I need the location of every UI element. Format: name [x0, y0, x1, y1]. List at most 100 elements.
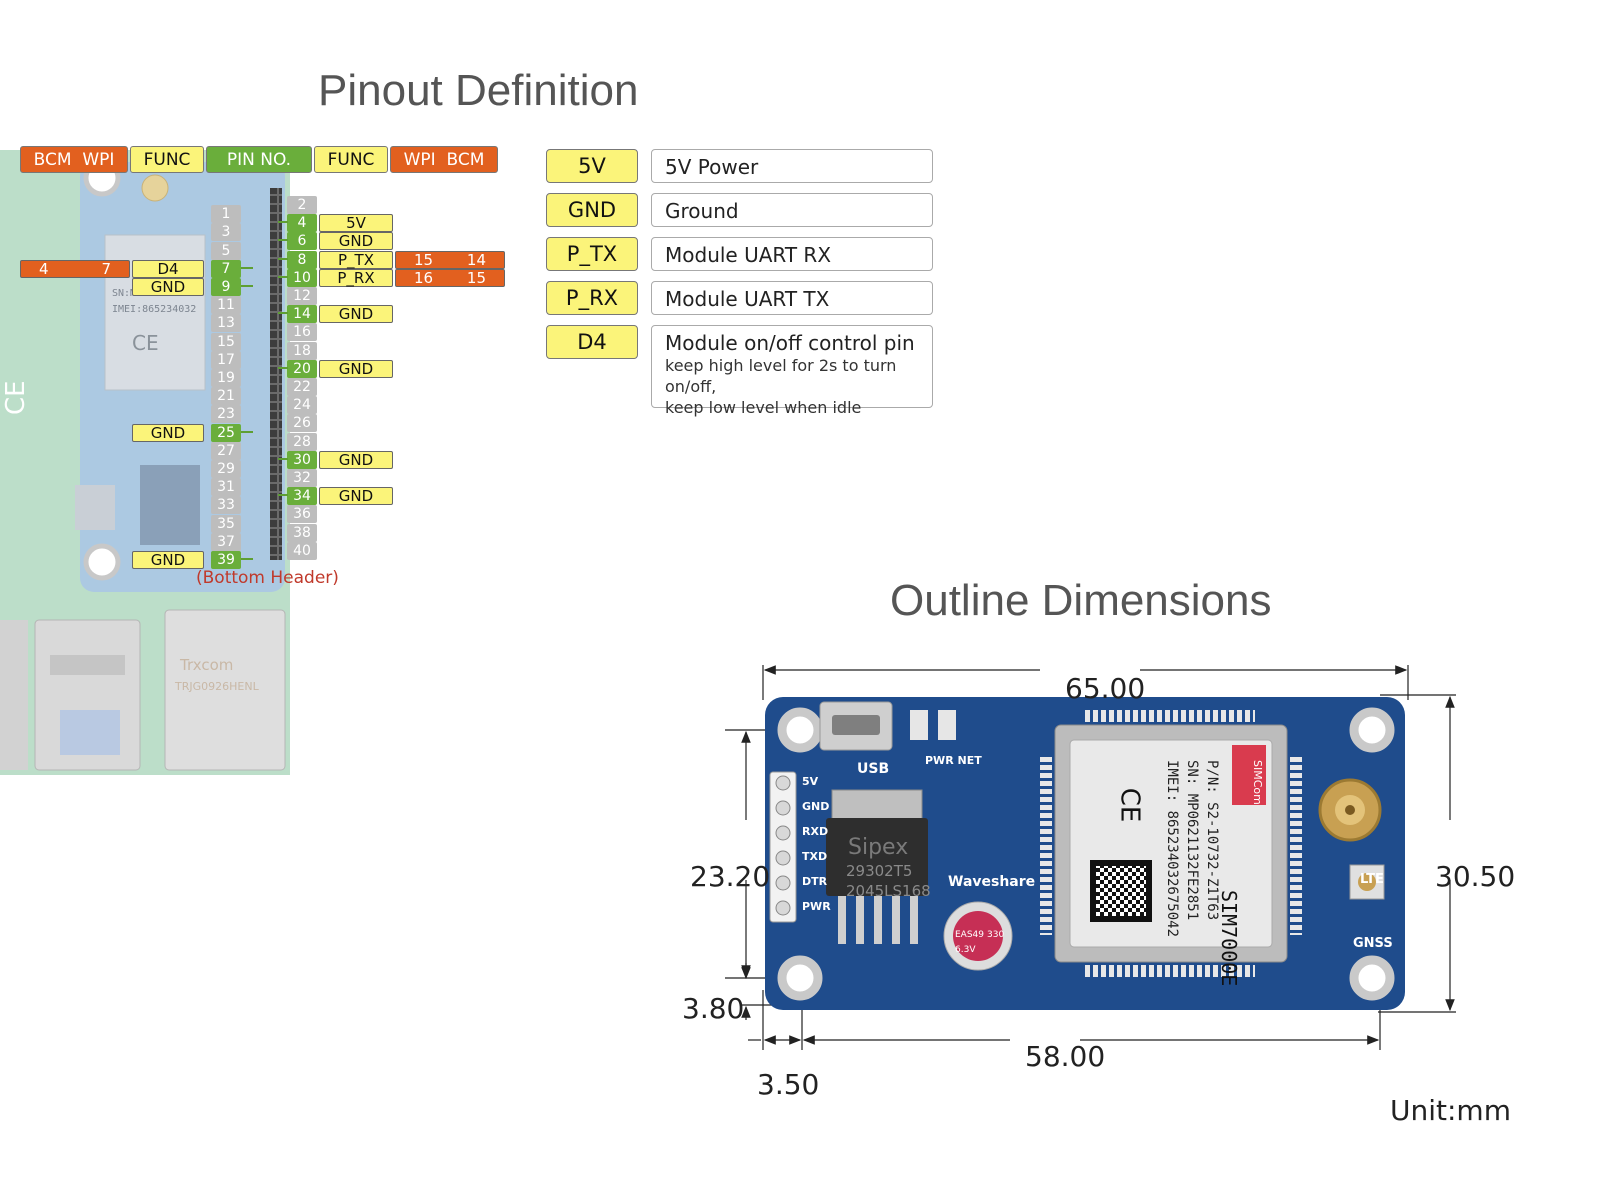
- module-sn: SN: MP0621132FE2851: [1184, 760, 1200, 921]
- pin-number-20: 20: [287, 359, 317, 378]
- outline-dimension-drawing: [725, 665, 1456, 1050]
- pin-number-38: 38: [287, 523, 317, 542]
- pin-number-8: 8: [287, 250, 317, 269]
- svg-text:IMEI:865234032: IMEI:865234032: [112, 304, 196, 315]
- right-func-pin-30: GND: [319, 450, 393, 469]
- connector-line-pin-34: [278, 494, 288, 497]
- connector-line-pin-9: [241, 284, 253, 287]
- pin-number-13: 13: [211, 314, 241, 333]
- pin-number-17: 17: [211, 350, 241, 369]
- header-func-left: FUNC: [130, 146, 204, 173]
- connector-line-pin-10: [278, 275, 288, 278]
- pin-number-1: 1: [211, 205, 241, 224]
- pin-number-14: 14: [287, 305, 317, 324]
- header-wpi-right-text: WPI: [403, 149, 436, 170]
- right-func-pin-34: GND: [319, 487, 393, 506]
- pin-number-36: 36: [287, 505, 317, 524]
- pin-number-24: 24: [287, 396, 317, 415]
- left-func-pin-7: D4: [132, 259, 204, 278]
- pin-number-31: 31: [211, 478, 241, 497]
- board-header-pin-pwr: PWR: [802, 900, 831, 913]
- pin-number-28: 28: [287, 432, 317, 451]
- dim-edge-offset-horizontal: 3.50: [757, 1068, 820, 1101]
- connector-line-pin-7: [241, 266, 253, 269]
- pin-number-5: 5: [211, 241, 241, 260]
- svg-text:CE: CE: [1, 380, 31, 415]
- left-func-pin-9: GND: [132, 277, 204, 296]
- board-pwr-net-label: PWR NET: [925, 754, 982, 767]
- module-brand: SIMCom: [1251, 760, 1264, 805]
- connector-line-pin-6: [278, 239, 288, 242]
- pin-number-29: 29: [211, 459, 241, 478]
- bottom-header-note: (Bottom Header): [196, 568, 339, 588]
- regulator-line-2: 2045LS168: [846, 882, 931, 900]
- board-usb-label: USB: [857, 761, 890, 777]
- pin-number-19: 19: [211, 368, 241, 387]
- legend-desc-ptx: Module UART RX: [651, 237, 933, 271]
- pin-number-9: 9: [211, 277, 241, 296]
- pin-number-15: 15: [211, 332, 241, 351]
- module-imei: IMEI: 865234032675042: [1164, 760, 1180, 938]
- legend-key-prx: P_RX: [546, 281, 638, 315]
- left-wpi-pin-7: 7: [101, 259, 111, 278]
- dim-edge-offset-vertical: 3.80: [682, 992, 745, 1025]
- pin-number-11: 11: [211, 296, 241, 315]
- header-pin-no: PIN NO.: [206, 146, 312, 173]
- module-name: SIM7000E: [1217, 890, 1241, 987]
- connector-line-pin-4: [278, 221, 288, 224]
- pin-number-10: 10: [287, 268, 317, 287]
- header-bcm-wpi-left: BCM WPI: [20, 146, 128, 173]
- legend-desc-prx: Module UART TX: [651, 281, 933, 315]
- pin-number-33: 33: [211, 496, 241, 515]
- pin-number-26: 26: [287, 414, 317, 433]
- right-func-pin-4: 5V: [319, 214, 393, 233]
- board-header-pin-txd: TXD: [802, 850, 828, 863]
- dim-hole-spacing-width: 58.00: [1025, 1040, 1106, 1073]
- capacitor-line-1: EAS49: [955, 930, 985, 940]
- legend-key-ptx: P_TX: [546, 237, 638, 271]
- pinout-title: Pinout Definition: [318, 66, 639, 115]
- right-wpi-pin-8: 15: [414, 250, 434, 269]
- legend-desc-d4: Module on/off control pin keep high leve…: [651, 325, 933, 417]
- pin-number-2: 2: [287, 196, 317, 214]
- right-func-pin-8: P_TX: [319, 250, 393, 269]
- legend-d4-title: Module on/off control pin: [665, 331, 915, 355]
- dim-unit: Unit:mm: [1390, 1094, 1511, 1127]
- dim-total-height: 30.50: [1435, 860, 1516, 893]
- header-bcm-left-text: BCM: [33, 149, 72, 170]
- outline-title: Outline Dimensions: [890, 576, 1272, 625]
- capacitor-line-3: 6.3V: [955, 945, 976, 955]
- board-lte-label: LTE: [1360, 872, 1384, 887]
- pin-number-32: 32: [287, 469, 317, 487]
- legend-key-gnd: GND: [546, 193, 638, 227]
- header-bcm-right-text: BCM: [446, 149, 485, 170]
- legend-desc-gnd: Ground: [651, 193, 933, 227]
- header-wpi-left-text: WPI: [82, 149, 115, 170]
- connector-line-pin-14: [278, 312, 288, 315]
- right-wpi-pin-10: 16: [414, 268, 434, 287]
- connector-line-pin-25: [241, 430, 253, 433]
- dim-total-width: 65.00: [1065, 672, 1146, 705]
- right-func-pin-6: GND: [319, 232, 393, 251]
- module-pn: P/N: S2-10732-Z1T63: [1204, 760, 1220, 921]
- svg-text:Trxcom: Trxcom: [179, 656, 233, 674]
- board-header-pin-rxd: RXD: [802, 825, 829, 838]
- legend-d4-sub2: keep low level when idle: [665, 398, 862, 417]
- pin-number-22: 22: [287, 378, 317, 396]
- pin-number-6: 6: [287, 232, 317, 251]
- left-bcm-pin-7: 4: [39, 259, 49, 278]
- header-func-right: FUNC: [314, 146, 388, 173]
- right-bcm-pin-10: 15: [466, 268, 486, 287]
- board-header-pin-dtr: DTR: [802, 875, 828, 888]
- right-func-pin-14: GND: [319, 305, 393, 324]
- gpio-header-strip: [270, 188, 282, 560]
- right-bcm-pin-8: 14: [466, 250, 486, 269]
- regulator-brand: Sipex: [848, 835, 909, 860]
- capacitor-line-2: 330: [987, 930, 1005, 940]
- connector-line-pin-30: [278, 457, 288, 460]
- svg-text:TRJG0926HENL: TRJG0926HENL: [174, 680, 260, 693]
- connector-line-pin-8: [278, 257, 288, 260]
